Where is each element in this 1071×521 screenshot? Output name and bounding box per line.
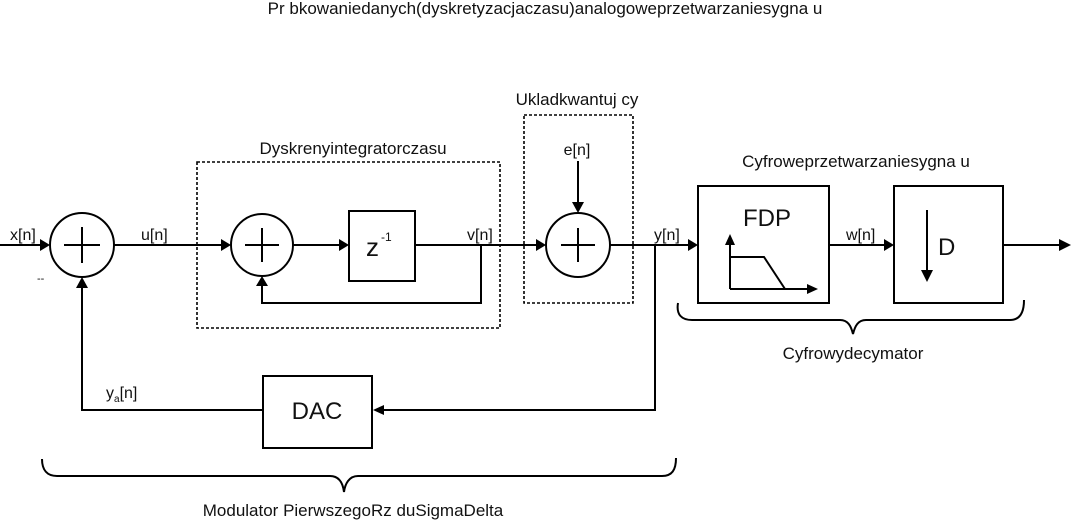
signal-y-label: y[n]: [654, 227, 680, 244]
arrow-icon: [339, 239, 349, 251]
modulator-brace: [41, 457, 677, 493]
dac-label: DAC: [292, 398, 343, 425]
signal-ya-label: ya[n]: [106, 385, 137, 405]
downsampler-block: D: [893, 185, 1004, 304]
quantizer-caption: Ukladkwantuj cy: [516, 90, 639, 109]
signal-x-label: x[n]: [10, 227, 36, 244]
delay-block: z -1: [348, 210, 416, 282]
delay-base-label: z: [366, 232, 379, 262]
modulator-caption: Modulator PierwszegoRz duSigmaDelta: [203, 501, 504, 520]
minus-sign-label: --: [37, 273, 45, 285]
arrow-icon: [256, 276, 268, 286]
output-feedback-line: [383, 245, 656, 411]
diagram-title: Pr bkowaniedanych(dyskretyzacjaczasu)ana…: [268, 0, 823, 18]
integrator-caption: Dyskrenyintegratorczasu: [259, 139, 446, 158]
signal-w-label: w[n]: [845, 227, 875, 244]
dac-feedback-line: [81, 285, 263, 411]
filter-response-curve: [730, 256, 786, 290]
dac-block: DAC: [262, 375, 373, 449]
summing-junction-integrator: [230, 213, 294, 277]
arrow-icon: [40, 239, 50, 251]
digital-processing-caption: Cyfroweprzetwarzaniesygna u: [742, 152, 970, 171]
arrow-icon: [807, 284, 818, 294]
lowpass-filter-block: FDP: [697, 185, 830, 304]
signal-e-label: e[n]: [564, 142, 591, 159]
signal-u-label: u[n]: [141, 227, 168, 244]
signal-v-label: v[n]: [467, 227, 493, 244]
arrow-icon: [536, 239, 546, 251]
integrator-feedback-line: [261, 245, 482, 304]
filter-label: FDP: [743, 205, 791, 232]
arrow-icon: [688, 239, 698, 251]
downsampler-label: D: [938, 234, 955, 261]
summing-junction-quantizer: [545, 212, 611, 278]
arrow-icon: [1059, 239, 1071, 251]
delay-exponent-label: -1: [381, 230, 392, 244]
arrow-icon: [884, 239, 894, 251]
arrow-icon: [76, 277, 88, 288]
arrow-icon: [572, 202, 584, 213]
arrow-icon: [221, 239, 231, 251]
quantizer-frame: [523, 114, 634, 304]
down-arrow-icon: [921, 270, 933, 282]
arrow-icon: [725, 234, 735, 245]
arrow-icon: [373, 405, 384, 415]
decimator-brace: [676, 299, 1025, 335]
summing-junction-input: [49, 212, 115, 278]
decimator-caption: Cyfrowydecymator: [783, 344, 924, 363]
